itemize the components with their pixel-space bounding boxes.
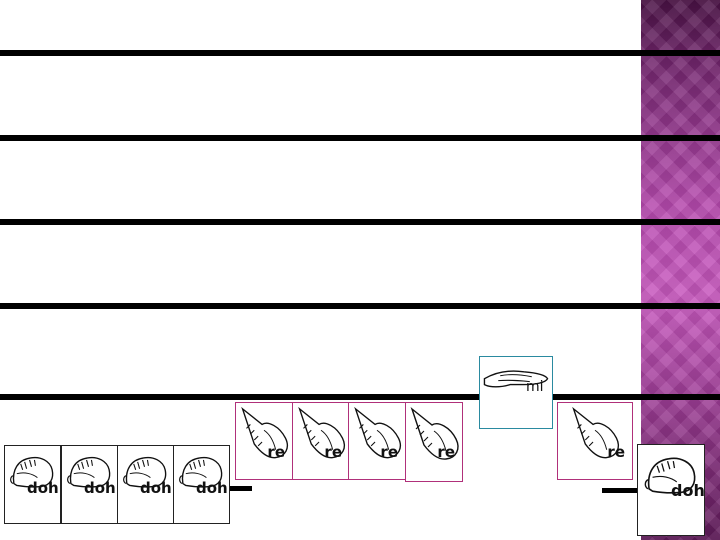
solfege-card-doh: doh <box>117 445 174 524</box>
note-syllable: doh <box>196 479 228 497</box>
staff-line <box>0 135 720 141</box>
solfege-card-doh: doh <box>637 444 705 536</box>
solfege-card-re: re <box>292 402 350 480</box>
slanted-hand-sign-icon <box>558 403 632 479</box>
solfege-card-re: re <box>348 402 406 480</box>
note-syllable: doh <box>140 479 172 497</box>
solfege-card-mi: mi <box>479 356 553 429</box>
note-syllable: doh <box>84 479 116 497</box>
note-syllable: mi <box>526 379 544 395</box>
solfege-card-doh: doh <box>173 445 230 524</box>
note-syllable: re <box>607 443 625 461</box>
solfege-card-re: re <box>235 402 293 480</box>
staff-line <box>0 219 720 225</box>
note-syllable: re <box>267 443 285 461</box>
solfege-card-re: re <box>557 402 633 480</box>
note-syllable: re <box>380 443 398 461</box>
ledger-line <box>602 488 638 493</box>
ledger-line <box>230 486 252 491</box>
solfege-card-doh: doh <box>4 445 61 524</box>
solfege-card-re: re <box>405 402 463 482</box>
slanted-hand-sign-icon <box>406 403 462 481</box>
staff-line <box>0 50 720 56</box>
staff-line <box>0 394 720 400</box>
slanted-hand-sign-icon <box>236 403 292 479</box>
note-syllable: doh <box>27 479 59 497</box>
note-syllable: re <box>324 443 342 461</box>
note-syllable: re <box>437 443 455 461</box>
note-syllable: doh <box>671 481 705 500</box>
slanted-hand-sign-icon <box>349 403 405 479</box>
staff-line <box>0 303 720 309</box>
slanted-hand-sign-icon <box>293 403 349 479</box>
solfege-card-doh: doh <box>61 445 118 524</box>
